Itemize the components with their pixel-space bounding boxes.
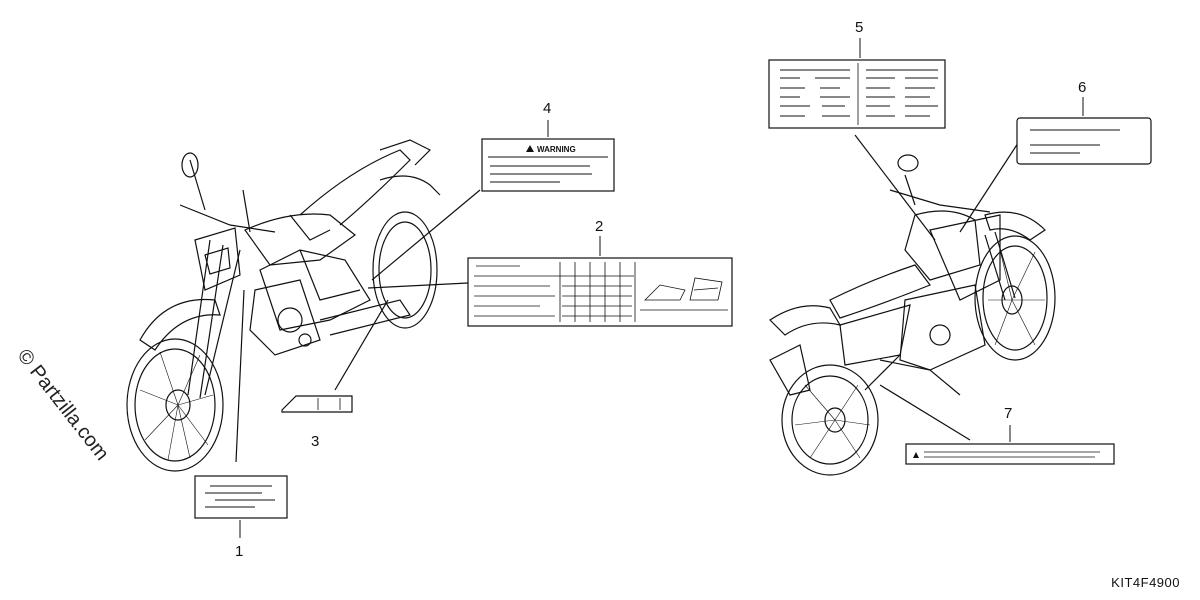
warning-triangle-icon <box>526 145 534 152</box>
leader-line-3 <box>334 299 389 391</box>
leader-line-6 <box>959 139 1021 233</box>
callout-number-6: 6 <box>1078 79 1086 96</box>
callout-number-4: 4 <box>543 100 551 117</box>
callout-number-1: 1 <box>235 543 243 560</box>
leader-line-4 <box>371 189 481 281</box>
label-3 <box>281 395 353 413</box>
motorcycle-front-view <box>126 139 441 472</box>
callout-number-7: 7 <box>1004 405 1012 422</box>
callout-number-2: 2 <box>595 218 603 235</box>
label-2 <box>467 257 733 327</box>
leader-line-1 <box>235 289 245 463</box>
warning-triangle-icon <box>913 452 919 458</box>
label-5 <box>768 59 946 129</box>
leader-line-5 <box>854 134 936 241</box>
leader-line-2 <box>367 282 469 289</box>
motorcycle-rear-view <box>769 154 1056 476</box>
warning-heading: WARNING <box>537 145 576 154</box>
front-wheel <box>126 338 224 472</box>
label-7 <box>905 443 1115 465</box>
diagram-code: KIT4F4900 <box>1111 575 1180 590</box>
label-1 <box>194 475 288 519</box>
label-4: WARNING <box>481 138 615 192</box>
label-6 <box>1016 117 1152 165</box>
callout-number-5: 5 <box>855 19 863 36</box>
leader-line-7 <box>879 384 971 441</box>
callout-number-3: 3 <box>311 433 319 450</box>
